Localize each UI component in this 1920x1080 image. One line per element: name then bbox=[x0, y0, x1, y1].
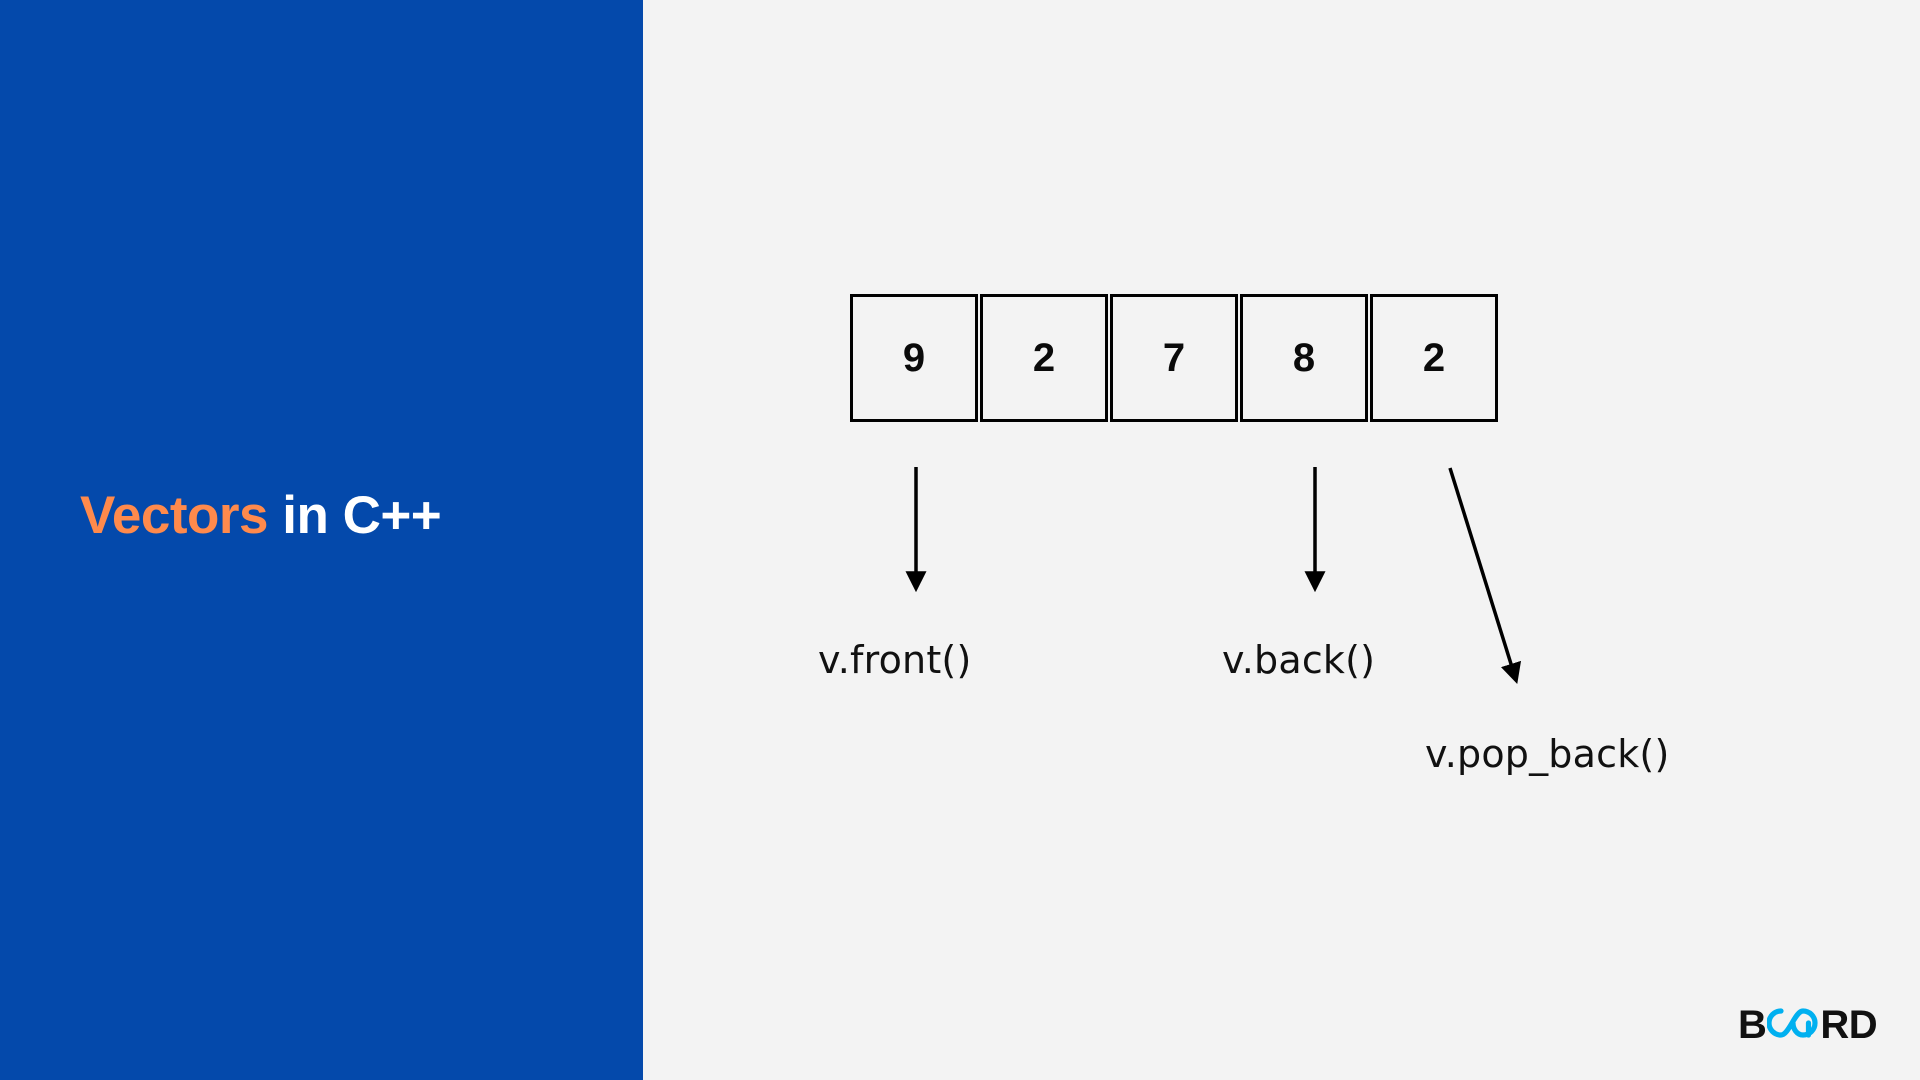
callout-v-back: v.back() bbox=[1222, 638, 1376, 682]
vector-cell-value: 8 bbox=[1292, 335, 1316, 380]
vector-cell-2: 7 bbox=[1110, 294, 1238, 422]
logo-tail-letters: RD bbox=[1820, 1003, 1878, 1047]
vector-array: 9 2 7 8 2 bbox=[850, 294, 1498, 422]
page-title: Vectors in C++ bbox=[80, 486, 442, 545]
vector-cell-1: 2 bbox=[980, 294, 1108, 422]
vector-cell-3: 8 bbox=[1240, 294, 1368, 422]
left-blue-panel: Vectors in C++ bbox=[0, 0, 643, 1080]
infinity-icon bbox=[1766, 1003, 1819, 1048]
vector-cell-value: 2 bbox=[1422, 335, 1446, 380]
title-accent-word: Vectors bbox=[80, 486, 269, 545]
vector-cell-4: 2 bbox=[1370, 294, 1498, 422]
logo-lead-letter: B bbox=[1738, 1003, 1767, 1047]
callout-v-front: v.front() bbox=[818, 638, 972, 682]
callout-v-pop-back: v.pop_back() bbox=[1425, 732, 1670, 776]
vector-cell-value: 2 bbox=[1032, 335, 1056, 380]
title-rest-words: in C++ bbox=[268, 486, 442, 545]
board-logo: B RD bbox=[1738, 1002, 1878, 1048]
vector-cell-value: 9 bbox=[902, 335, 926, 380]
vector-cell-0: 9 bbox=[850, 294, 978, 422]
arrow-pop-back bbox=[1448, 467, 1522, 685]
vector-cell-value: 7 bbox=[1162, 335, 1186, 380]
